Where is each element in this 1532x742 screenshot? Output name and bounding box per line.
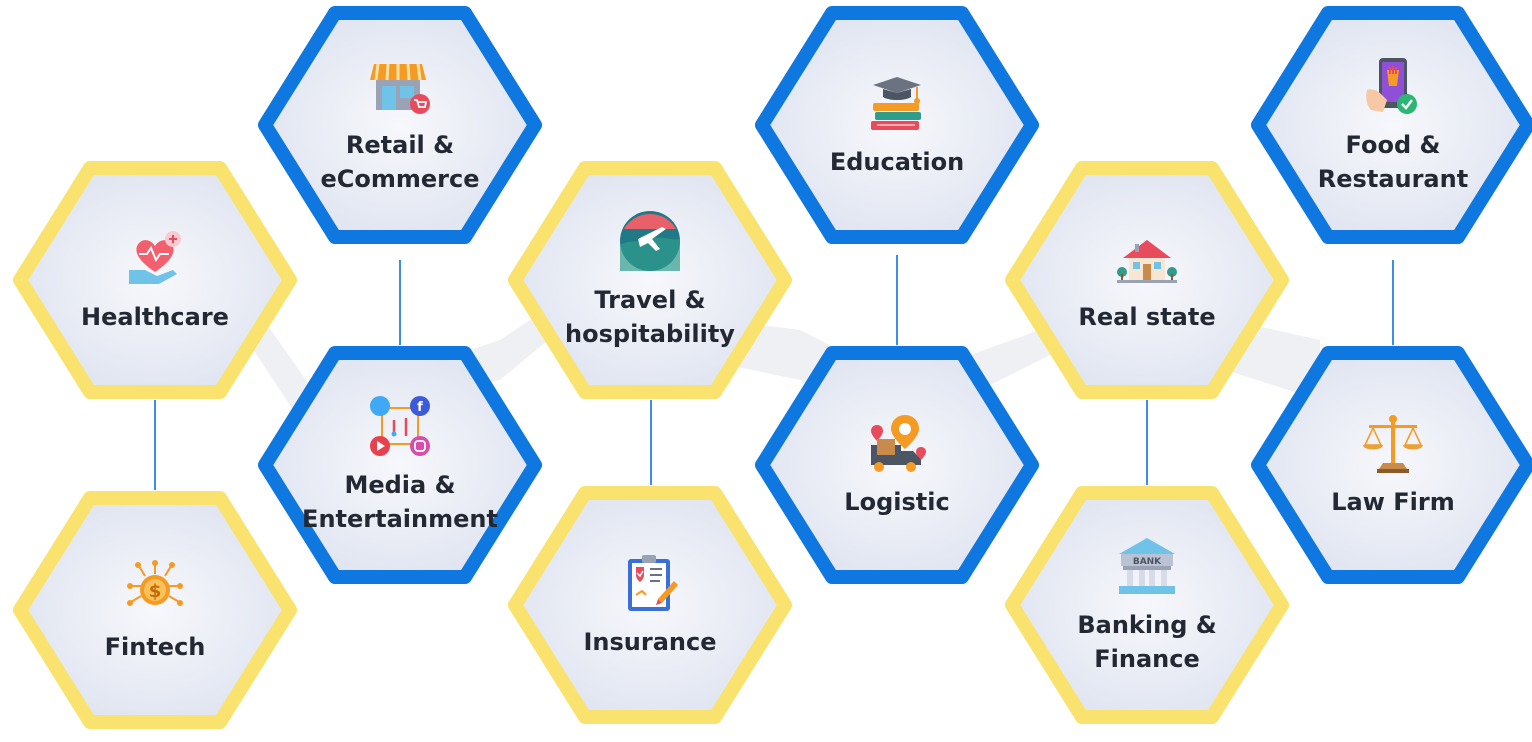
industry-label: Fintech: [104, 633, 206, 661]
industry-label: Logistic: [844, 488, 950, 516]
hex-travel-hospitability: Travel & hospitability: [505, 160, 795, 400]
industry-label: Banking & Finance: [1077, 611, 1217, 673]
clipboard-shield-icon: [628, 555, 678, 611]
industry-label: Real state: [1078, 303, 1216, 331]
delivery-truck-pin-icon: [871, 415, 926, 472]
hexagon-shape: [258, 6, 542, 244]
hex-banking-finance: BANK Banking & Finance: [1002, 485, 1292, 725]
hex-real-state: Real state: [1002, 160, 1292, 400]
bank-icon-text: BANK: [1133, 557, 1162, 567]
hex-law-firm: Law Firm: [1248, 345, 1532, 585]
industry-label: Insurance: [583, 628, 717, 656]
dollar-coin-circuit-icon: $: [127, 560, 183, 606]
hex-fintech: $ Fintech: [10, 490, 300, 730]
hexagon-shape: [1251, 6, 1532, 244]
heart-hand-icon: [129, 231, 181, 284]
industry-label: Law Firm: [1331, 488, 1455, 516]
hex-education: Education: [752, 5, 1042, 245]
scales-of-justice-icon: [1363, 415, 1423, 473]
phone-order-icon: [1366, 58, 1417, 114]
industry-label: Retail & eCommerce: [320, 131, 480, 193]
industry-label: Food & Restaurant: [1317, 131, 1469, 193]
svg-text:f: f: [417, 400, 423, 415]
industry-label: Travel & hospitability: [565, 286, 735, 348]
industry-label: Education: [829, 148, 965, 176]
house-icon: [1117, 240, 1177, 283]
hex-retail-ecommerce: Retail & eCommerce: [255, 5, 545, 245]
hex-logistic: Logistic: [752, 345, 1042, 585]
storefront-cart-icon: [370, 63, 430, 114]
hex-media-entertainment: f Media & Entertainment: [255, 345, 545, 585]
svg-text:$: $: [149, 581, 162, 602]
hex-insurance: Insurance: [505, 485, 795, 725]
graduation-books-icon: [871, 77, 921, 130]
hexagon-shape: [508, 161, 792, 399]
hexagon-shape: [1005, 486, 1289, 724]
hexagon-shape: [13, 491, 297, 729]
hexagon-shape: [258, 346, 542, 584]
industry-label: Media & Entertainment: [302, 471, 498, 533]
industry-label: Healthcare: [81, 303, 229, 331]
bank-building-icon: BANK: [1119, 538, 1175, 594]
social-media-icon: f: [370, 396, 430, 456]
hex-healthcare: Healthcare: [10, 160, 300, 400]
hex-food-restaurant: Food & Restaurant: [1248, 5, 1532, 245]
globe-airplane-icon: [620, 211, 680, 271]
